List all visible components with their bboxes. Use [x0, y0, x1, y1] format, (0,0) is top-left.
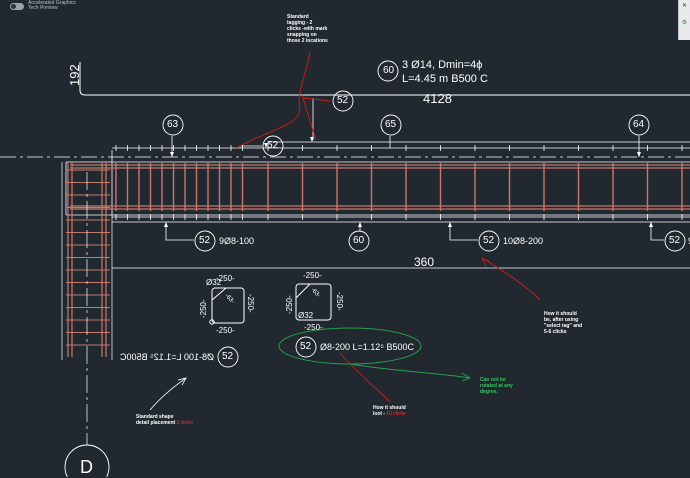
toggle-label: Accelerated Graphics — [28, 0, 76, 6]
distribution-line-bottom — [112, 216, 690, 223]
arrow-up — [358, 222, 362, 227]
close-icon[interactable]: ✕ — [681, 3, 688, 9]
stirrup-b-left-dim: -250- — [285, 295, 294, 314]
shape-a-text[interactable]: Ø8-100 L=1.12⁵ B500C — [119, 352, 214, 362]
stirrup-b-bottom-dim: -250- — [304, 323, 323, 332]
bubble-60-bot-label: 60 — [353, 235, 365, 246]
bubble-52-shape-b[interactable] — [295, 336, 317, 358]
arrow-up — [649, 222, 653, 227]
accelerated-graphics-labels: Accelerated Graphics Tech Preview — [28, 1, 76, 11]
bubble-52-right-label: 52 — [669, 235, 681, 246]
tag-right-text[interactable]: 10Ø8-200 — [503, 236, 544, 246]
shape-b-text[interactable]: Ø8-200 L=1.12⁵ B500C — [320, 342, 415, 352]
bubble-63-label: 63 — [167, 119, 179, 130]
stirrup-shape-b[interactable] — [295, 283, 332, 321]
annotation-green — [278, 327, 472, 382]
tag-left-text[interactable]: 9Ø8-100 — [219, 236, 255, 246]
note-how-it-should-look-clicks: 10 clicks — [386, 411, 406, 417]
arrow-up — [164, 222, 168, 227]
stirrup-b-top-dim: -250- — [303, 271, 322, 280]
rebar-label-line2[interactable]: L=4.45 m B500 C — [402, 73, 488, 85]
rebar-longitudinal — [70, 164, 690, 210]
note-standard-tagging: Standard tagging - 2 clicks -with mark s… — [287, 14, 328, 44]
ticks-bottom — [115, 214, 683, 220]
accelerated-graphics-control: Accelerated Graphics Tech Preview — [10, 1, 76, 11]
column-ladder — [61, 162, 113, 360]
arrow-down — [310, 137, 314, 142]
bubble-52-br-label: 52 — [483, 235, 495, 246]
distribution-line-top — [112, 141, 690, 149]
arrow-down — [264, 143, 268, 148]
note-how-it-should-look: How it should lool - 10 clicks — [373, 405, 406, 417]
bubble-60-bot[interactable] — [348, 230, 370, 252]
tag-arrows — [164, 137, 653, 227]
toggle-sublabel: Tech Preview — [28, 5, 58, 11]
bubble-52-bl-label: 52 — [199, 235, 211, 246]
settings-icon[interactable]: ⚙ — [681, 20, 688, 26]
dimension-4128: 4128 — [423, 91, 452, 106]
stirrup-a-dia: Ø32 — [206, 278, 222, 287]
note-standard-shape-clicks: 3 clicks — [176, 420, 193, 426]
stirrup-a-bottom-dim: -250- — [216, 326, 235, 335]
stirrup-b-dia: Ø32 — [298, 311, 314, 320]
rebar-stirrups — [115, 163, 683, 211]
bubble-63[interactable] — [162, 114, 184, 136]
stirrup-b-right-dim: -250- — [335, 292, 344, 311]
beam-outline — [65, 150, 690, 216]
annotation-white-arrow — [149, 377, 187, 411]
arrow-down — [637, 152, 641, 157]
bubble-52-right[interactable] — [664, 230, 686, 252]
bubble-52-shape-a-label: 52 — [222, 351, 234, 362]
bubble-60-top[interactable] — [377, 60, 399, 82]
bubble-60-top-label: 60 — [383, 65, 395, 76]
bubble-52-mid-label: 52 — [267, 140, 279, 151]
arrow-down — [170, 152, 174, 157]
bubble-65[interactable] — [380, 114, 402, 136]
dimension-192: 192 — [67, 64, 82, 86]
note-cannot-rotate: Can not be rotated at any degree. — [480, 377, 513, 395]
annotation-red-lines — [235, 51, 541, 403]
bubble-52-top[interactable] — [332, 90, 354, 112]
bubble-52-top-label: 52 — [337, 95, 349, 106]
bubble-64-label: 64 — [633, 119, 645, 130]
bubble-52-shape-b-label: 52 — [300, 341, 312, 352]
rebar-label-line1[interactable]: 3 Ø14, Dmin=4ϕ — [402, 59, 483, 71]
bubble-52-br[interactable] — [478, 230, 500, 252]
stirrup-shape-a[interactable] — [209, 287, 245, 325]
note-standard-shape-text: Standard shape detail placement — [136, 414, 176, 426]
grid-label-d: D — [80, 457, 93, 477]
accelerated-graphics-toggle[interactable] — [10, 2, 24, 10]
dimension-top — [79, 62, 690, 96]
stirrup-a-left-dim: -250- — [199, 299, 208, 318]
bubble-52-bl[interactable] — [194, 230, 216, 252]
stirrup-a-top-dim: -250- — [216, 274, 235, 283]
tag-right-edge-text: 9 — [688, 236, 690, 246]
bubble-65-label: 65 — [385, 119, 397, 130]
dimension-360: 360 — [414, 255, 435, 269]
bubble-52-shape-a[interactable] — [217, 346, 239, 368]
note-standard-shape: Standard shape detail placement 3 clicks — [136, 414, 193, 426]
tag-leaders — [165, 98, 664, 241]
note-how-it-should-be: How it should be, after using "select ta… — [544, 311, 583, 335]
arrow-up — [448, 222, 452, 227]
ticks-top — [115, 145, 683, 151]
bubble-64[interactable] — [628, 114, 650, 136]
bubble-52-mid[interactable] — [262, 135, 284, 157]
right-toolbar: ✕ ⚙ — [678, 0, 690, 40]
stirrup-a-right-dim: -250- — [246, 294, 255, 313]
